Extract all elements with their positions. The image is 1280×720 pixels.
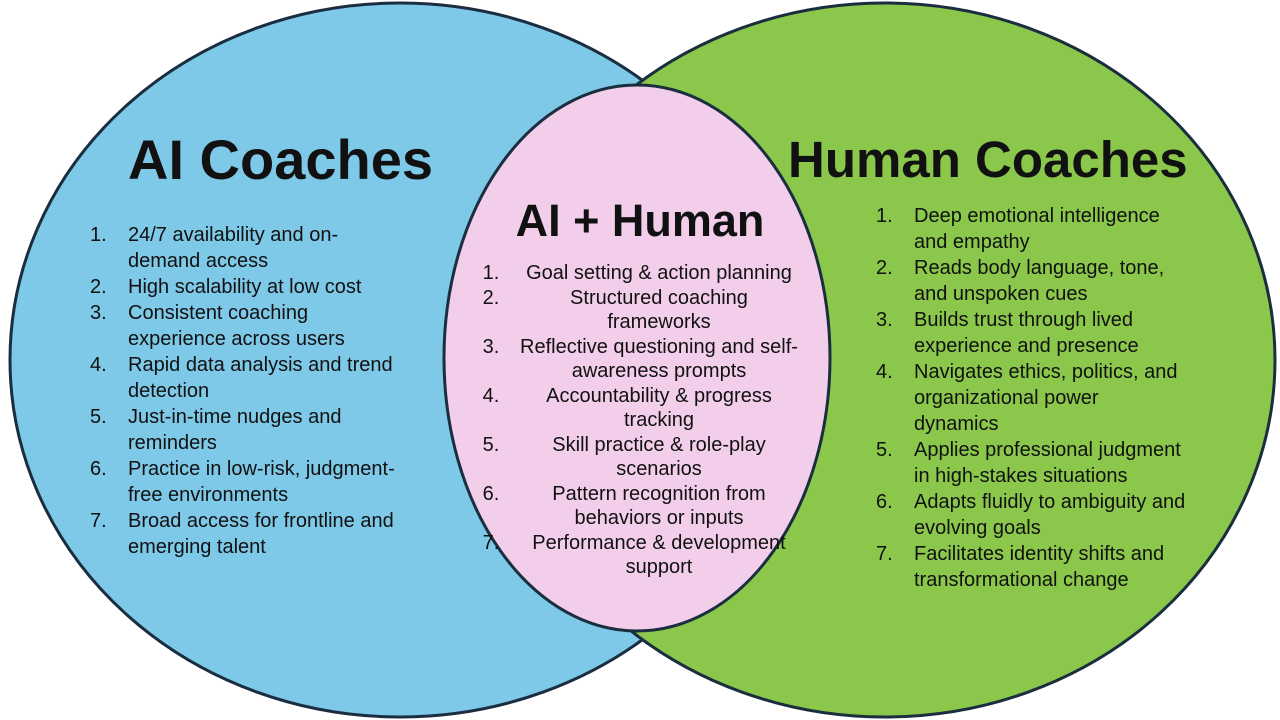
item-text: Just-in-time nudges and reminders bbox=[128, 406, 342, 454]
item-text: High scalability at low cost bbox=[128, 276, 362, 298]
list-item: 7. Performance & development support bbox=[478, 531, 802, 580]
list-item: 1. Goal setting & action planning bbox=[478, 261, 802, 286]
right-circle-list: 1. Deep emotional intelligence and empath… bbox=[876, 203, 1187, 593]
item-text: Pattern recognition from behaviors or in… bbox=[552, 482, 766, 530]
list-item: 6. Pattern recognition from behaviors or … bbox=[478, 482, 802, 531]
item-text: Reflective questioning and self-awarenes… bbox=[520, 335, 798, 383]
item-text: Navigates ethics, politics, and organiza… bbox=[914, 361, 1178, 435]
list-item: 2. High scalability at low cost bbox=[90, 274, 398, 300]
item-number: 2. bbox=[90, 276, 107, 298]
item-text: Reads body language, tone, and unspoken … bbox=[914, 257, 1165, 305]
list-item: 6. Practice in low-risk, judgment-free en… bbox=[90, 456, 398, 508]
item-text: Practice in low-risk, judgment-free envi… bbox=[128, 458, 395, 506]
item-number: 7. bbox=[876, 543, 893, 565]
item-number: 6. bbox=[90, 458, 107, 480]
list-item: 5. Applies professional judgment in high-… bbox=[876, 437, 1187, 489]
item-text: 24/7 availability and on-demand access bbox=[128, 224, 339, 272]
item-text: Structured coaching frameworks bbox=[570, 286, 748, 334]
overlap-title: AI + Human bbox=[515, 195, 765, 246]
list-item: 7. Facilitates identity shifts and transf… bbox=[876, 541, 1187, 593]
list-item: 3. Builds trust through lived experience … bbox=[876, 307, 1187, 359]
item-number: 5. bbox=[90, 406, 107, 428]
item-number: 3. bbox=[876, 309, 893, 331]
list-item: 7. Broad access for frontline and emergin… bbox=[90, 508, 398, 560]
list-item: 1. 24/7 availability and on-demand access bbox=[90, 222, 398, 274]
item-number: 7. bbox=[90, 510, 107, 532]
item-number: 4. bbox=[90, 354, 107, 376]
item-number: 4. bbox=[482, 384, 500, 407]
list-item: 4. Accountability & progress tracking bbox=[478, 384, 802, 433]
item-number: 5. bbox=[876, 439, 893, 461]
item-number: 1. bbox=[482, 262, 500, 284]
item-number: 2. bbox=[482, 286, 500, 309]
item-text: Performance & development support bbox=[532, 531, 786, 579]
overlap-list: 1. Goal setting & action planning 2. Struct… bbox=[478, 261, 802, 580]
right-circle-title: Human Coaches bbox=[788, 131, 1188, 188]
list-item: 2. Reads body language, tone, and unspoke… bbox=[876, 255, 1187, 307]
list-item: 4. Rapid data analysis and trend detectio… bbox=[90, 352, 398, 404]
item-number: 1. bbox=[876, 205, 893, 227]
item-text: Applies professional judgment in high-st… bbox=[914, 439, 1181, 487]
item-text: Deep emotional intelligence and empathy bbox=[914, 205, 1160, 253]
item-text: Goal setting & action planning bbox=[526, 262, 792, 284]
item-text: Accountability & progress tracking bbox=[546, 384, 772, 432]
item-text: Builds trust through lived experience an… bbox=[914, 309, 1139, 357]
overlap-ellipse-shape bbox=[442, 83, 832, 633]
list-item: 6. Adapts fluidly to ambiguity and evolvi… bbox=[876, 489, 1187, 541]
left-circle-list: 1. 24/7 availability and on-demand access… bbox=[90, 222, 398, 560]
left-circle-title: AI Coaches bbox=[128, 128, 433, 191]
item-number: 3. bbox=[482, 335, 500, 358]
item-text: Consistent coaching experience across us… bbox=[128, 302, 345, 350]
list-item: 1. Deep emotional intelligence and empath… bbox=[876, 203, 1187, 255]
item-number: 6. bbox=[482, 482, 500, 505]
item-text: Broad access for frontline and emerging … bbox=[128, 510, 394, 558]
item-text: Skill practice & role-play scenarios bbox=[552, 433, 766, 481]
item-text: Facilitates identity shifts and transfor… bbox=[914, 543, 1165, 591]
list-item: 5. Just-in-time nudges and reminders bbox=[90, 404, 398, 456]
item-text: Adapts fluidly to ambiguity and evolving… bbox=[914, 491, 1186, 539]
item-number: 7. bbox=[482, 531, 500, 554]
item-number: 4. bbox=[876, 361, 893, 383]
item-number: 3. bbox=[90, 302, 107, 324]
item-number: 2. bbox=[876, 257, 893, 279]
item-text: Rapid data analysis and trend detection bbox=[128, 354, 393, 402]
list-item: 3. Consistent coaching experience across … bbox=[90, 300, 398, 352]
item-number: 1. bbox=[90, 224, 107, 246]
list-item: 2. Structured coaching frameworks bbox=[478, 286, 802, 335]
list-item: 4. Navigates ethics, politics, and organi… bbox=[876, 359, 1187, 437]
item-number: 6. bbox=[876, 491, 893, 513]
item-number: 5. bbox=[482, 433, 500, 456]
list-item: 3. Reflective questioning and self-awaren… bbox=[478, 335, 802, 384]
list-item: 5. Skill practice & role-play scenarios bbox=[478, 433, 802, 482]
